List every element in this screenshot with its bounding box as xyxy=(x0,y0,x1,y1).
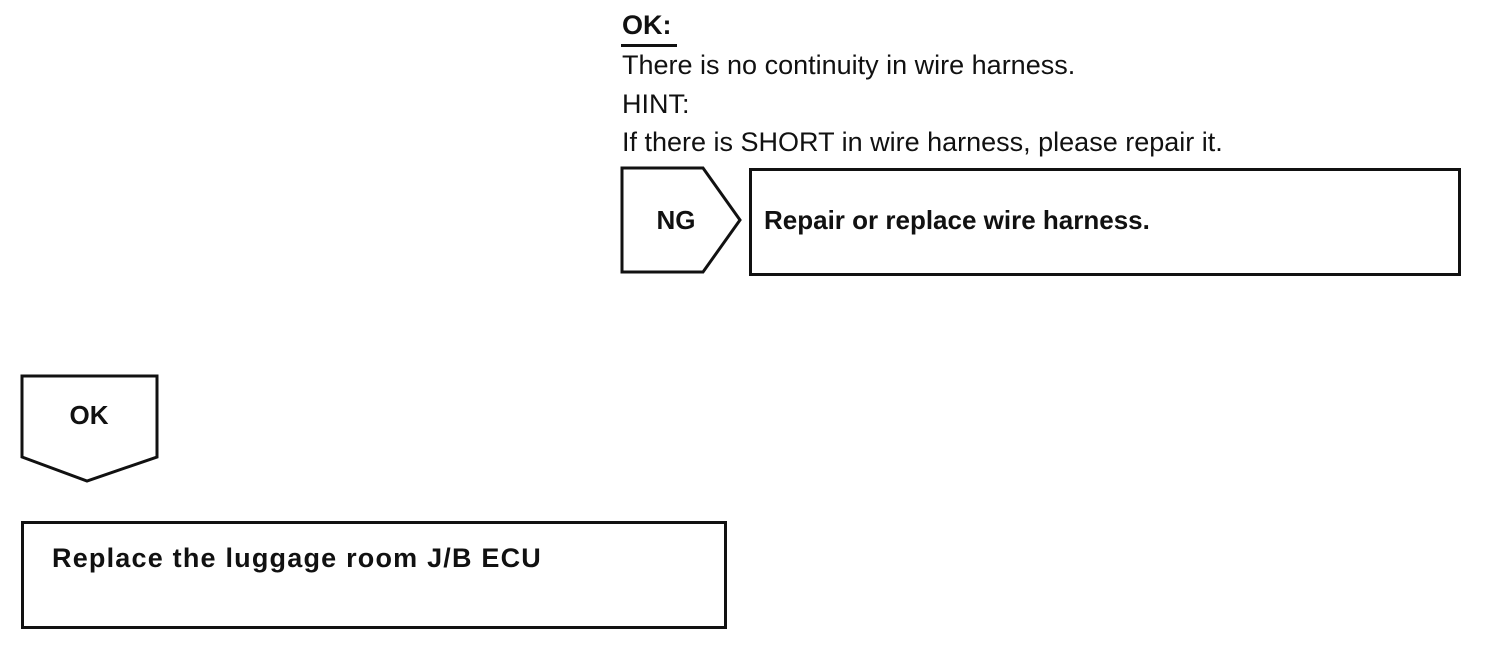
hint-label: HINT: xyxy=(622,89,690,119)
ng-branch-label: NG xyxy=(656,205,696,235)
criteria-heading-underline xyxy=(621,44,677,47)
criteria-result-text: There is no continuity in wire harness. xyxy=(622,50,1076,80)
ok-action-text: Replace the luggage room J/B ECU xyxy=(52,543,542,573)
ok-branch-label: OK xyxy=(69,400,109,430)
ng-action-text: Repair or replace wire harness. xyxy=(764,205,1150,235)
ok-arrow-shape xyxy=(20,374,159,483)
ng-arrow-shape xyxy=(620,166,742,274)
criteria-heading: OK: xyxy=(622,10,672,40)
hint-text: If there is SHORT in wire harness, pleas… xyxy=(622,127,1223,157)
ok-action-box xyxy=(21,521,727,629)
ng-action-box xyxy=(749,168,1461,276)
